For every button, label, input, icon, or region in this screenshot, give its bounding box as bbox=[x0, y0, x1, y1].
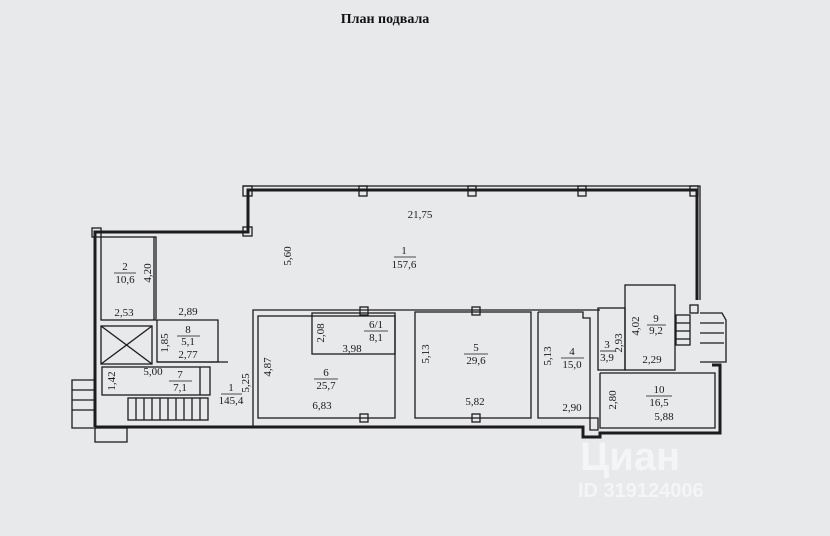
watermark: Циан ID 319124006 bbox=[578, 435, 704, 502]
svg-text:5,13: 5,13 bbox=[420, 344, 432, 364]
svg-text:2,80: 2,80 bbox=[607, 390, 619, 410]
svg-text:3,98: 3,98 bbox=[342, 343, 362, 355]
svg-text:5,60: 5,60 bbox=[282, 246, 294, 266]
room-9: 9 9,2 4,02 2,29 bbox=[630, 313, 666, 366]
outer-walls bbox=[91, 185, 722, 439]
svg-text:157,6: 157,6 bbox=[392, 259, 417, 271]
svg-text:21,75: 21,75 bbox=[408, 209, 433, 221]
room-6-1: 6/1 8,1 2,08 3,98 bbox=[315, 319, 388, 355]
svg-text:4: 4 bbox=[569, 346, 575, 358]
svg-text:5,82: 5,82 bbox=[465, 396, 484, 408]
elevator-shaft bbox=[100, 325, 153, 365]
svg-text:2,08: 2,08 bbox=[315, 323, 327, 343]
svg-text:2,90: 2,90 bbox=[562, 402, 582, 414]
room-1-bottom: 1 145,4 5,25 bbox=[219, 373, 252, 407]
room-1-top: 21,75 1 157,6 5,60 bbox=[282, 209, 433, 271]
svg-text:5: 5 bbox=[473, 342, 479, 354]
room-8: 2,89 8 5,1 1,85 2,77 bbox=[159, 306, 200, 361]
svg-text:2: 2 bbox=[122, 261, 128, 273]
svg-text:8,1: 8,1 bbox=[369, 332, 383, 344]
svg-text:5,1: 5,1 bbox=[181, 336, 195, 348]
svg-text:9,2: 9,2 bbox=[649, 325, 663, 337]
svg-text:6,83: 6,83 bbox=[312, 400, 332, 412]
svg-text:5,13: 5,13 bbox=[542, 346, 554, 366]
stairs-right bbox=[675, 312, 727, 363]
svg-text:7: 7 bbox=[177, 369, 183, 381]
svg-text:ID 319124006: ID 319124006 bbox=[578, 480, 704, 502]
room-3: 3 3,9 2,93 bbox=[600, 333, 625, 364]
svg-text:2,93: 2,93 bbox=[613, 333, 625, 353]
svg-text:4,02: 4,02 bbox=[630, 316, 642, 335]
svg-text:8: 8 bbox=[185, 324, 191, 336]
svg-text:7,1: 7,1 bbox=[173, 382, 187, 394]
stairs-left bbox=[71, 379, 209, 443]
svg-text:1: 1 bbox=[401, 245, 407, 257]
svg-text:6/1: 6/1 bbox=[369, 319, 383, 331]
room-6: 6 25,7 4,87 6,83 bbox=[262, 357, 338, 412]
room-2: 2 10,6 4,20 2,53 bbox=[114, 261, 154, 319]
room-10: 10 16,5 2,80 5,88 bbox=[607, 384, 674, 423]
svg-text:2,89: 2,89 bbox=[178, 306, 198, 318]
room-7: 5,00 7 7,1 1,42 bbox=[106, 366, 192, 394]
svg-text:5,88: 5,88 bbox=[654, 411, 674, 423]
svg-text:145,4: 145,4 bbox=[219, 395, 244, 407]
svg-text:10: 10 bbox=[654, 384, 666, 396]
svg-text:25,7: 25,7 bbox=[316, 380, 336, 392]
svg-text:4,20: 4,20 bbox=[142, 263, 154, 283]
svg-text:1,42: 1,42 bbox=[106, 371, 118, 390]
svg-text:1,85: 1,85 bbox=[159, 333, 171, 353]
svg-text:4,87: 4,87 bbox=[262, 357, 274, 377]
svg-text:5,25: 5,25 bbox=[240, 373, 252, 393]
svg-text:2,53: 2,53 bbox=[114, 307, 134, 319]
svg-text:9: 9 bbox=[653, 313, 659, 325]
svg-text:29,6: 29,6 bbox=[466, 355, 486, 367]
svg-text:2,29: 2,29 bbox=[642, 354, 662, 366]
svg-text:6: 6 bbox=[323, 367, 329, 379]
svg-text:5,00: 5,00 bbox=[143, 366, 163, 378]
svg-text:1: 1 bbox=[228, 382, 234, 394]
plan-title: План подвала bbox=[341, 12, 430, 27]
svg-text:10,6: 10,6 bbox=[115, 274, 135, 286]
interior-walls bbox=[71, 236, 727, 443]
svg-text:2,77: 2,77 bbox=[178, 349, 198, 361]
svg-text:15,0: 15,0 bbox=[562, 359, 582, 371]
svg-text:16,5: 16,5 bbox=[649, 397, 669, 409]
room-4: 4 15,0 5,13 2,90 bbox=[542, 346, 584, 414]
svg-text:Циан: Циан bbox=[580, 435, 680, 479]
svg-text:3: 3 bbox=[604, 339, 610, 351]
room-5: 5 29,6 5,13 5,82 bbox=[420, 342, 488, 408]
svg-text:3,9: 3,9 bbox=[600, 352, 614, 364]
